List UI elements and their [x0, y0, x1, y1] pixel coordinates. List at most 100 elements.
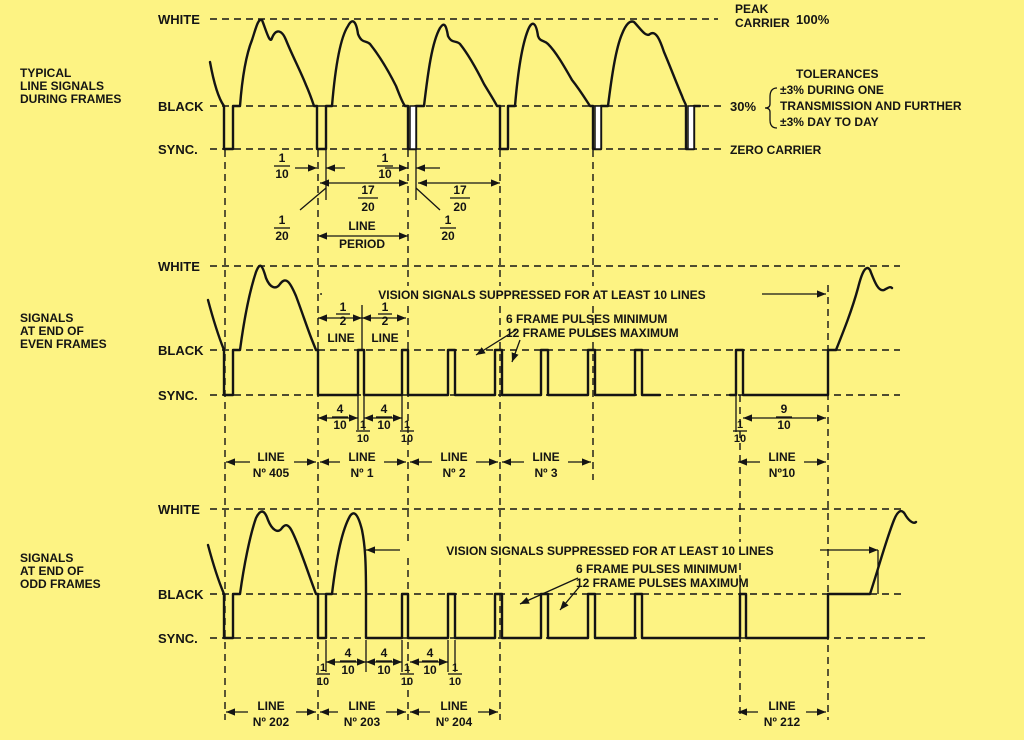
- even-line-3-num: Nº 3: [534, 466, 557, 480]
- white-label-3: WHITE: [158, 502, 200, 517]
- zero-carrier-label: ZERO CARRIER: [730, 143, 822, 157]
- odd-frame-timing: [325, 640, 456, 672]
- svg-text:1: 1: [404, 662, 410, 674]
- black-label-2: BLACK: [158, 343, 204, 358]
- fraction-17-20-b: 17 20: [450, 183, 470, 214]
- even-frame-timing: [318, 396, 826, 432]
- svg-text:10: 10: [357, 433, 369, 445]
- svg-text:4: 4: [337, 402, 344, 416]
- svg-text:10: 10: [377, 418, 391, 432]
- svg-text:10: 10: [423, 663, 437, 677]
- even-line-405-word: LINE: [257, 450, 284, 464]
- odd-line-204-num: Nº 204: [436, 715, 473, 729]
- svg-text:1: 1: [279, 151, 286, 165]
- half-line-label-a: LINE: [327, 331, 354, 345]
- odd-line-spans: [226, 702, 826, 724]
- odd-frame-pulses-max: 12 FRAME PULSES MAXIMUM: [576, 576, 749, 590]
- even-line-2-num: Nº 2: [442, 466, 465, 480]
- black-label-3: BLACK: [158, 587, 204, 602]
- section-2-title-2: AT END OF: [20, 324, 84, 338]
- svg-text:20: 20: [441, 229, 455, 243]
- section-3-title-3: ODD FRAMES: [20, 577, 101, 591]
- fraction-1-10-e2: 1 10: [400, 419, 414, 445]
- section-1-title-2: LINE SIGNALS: [20, 79, 104, 93]
- even-line-spans: [226, 452, 826, 472]
- half-line-label-b: LINE: [371, 331, 398, 345]
- fraction-1-20-b: 1 20: [440, 213, 456, 243]
- peak-percent-label: 100%: [796, 12, 830, 27]
- even-frame-pulses-max: 12 FRAME PULSES MAXIMUM: [506, 326, 679, 340]
- svg-text:17: 17: [453, 183, 467, 197]
- svg-text:10: 10: [377, 663, 391, 677]
- svg-text:20: 20: [453, 200, 467, 214]
- fraction-1-10-a: 1 10: [274, 151, 290, 181]
- fraction-1-10-b: 1 10: [377, 151, 393, 181]
- fraction-1-10-o2: 1 10: [400, 662, 414, 688]
- even-line-1-word: LINE: [348, 450, 375, 464]
- odd-line-204-word: LINE: [440, 699, 467, 713]
- even-line-2-word: LINE: [440, 450, 467, 464]
- even-frame-pulses-min: 6 FRAME PULSES MINIMUM: [506, 312, 667, 326]
- svg-text:4: 4: [427, 646, 434, 660]
- even-vision-suppressed-label: VISION SIGNALS SUPPRESSED FOR AT LEAST 1…: [378, 288, 705, 302]
- svg-text:10: 10: [333, 418, 347, 432]
- svg-text:10: 10: [449, 676, 461, 688]
- odd-vision-suppressed-label: VISION SIGNALS SUPPRESSED FOR AT LEAST 1…: [446, 544, 773, 558]
- section-2-title-1: SIGNALS: [20, 311, 73, 325]
- tolerance-line-2: TRANSMISSION AND FURTHER: [780, 99, 962, 113]
- odd-frame-pulses-min: 6 FRAME PULSES MINIMUM: [576, 562, 737, 576]
- odd-line-203-num: Nº 203: [344, 715, 381, 729]
- svg-text:10: 10: [734, 433, 746, 445]
- svg-text:1: 1: [360, 419, 366, 431]
- svg-text:9: 9: [781, 402, 788, 416]
- svg-text:4: 4: [345, 646, 352, 660]
- svg-text:10: 10: [341, 663, 355, 677]
- section-1-title-3: DURING FRAMES: [20, 92, 121, 106]
- svg-text:2: 2: [382, 314, 389, 328]
- section-1-title-1: TYPICAL: [20, 66, 71, 80]
- even-frame-waveform: [206, 264, 894, 397]
- svg-text:1: 1: [382, 300, 389, 314]
- level-labels: WHITE BLACK SYNC. WHITE BLACK SYNC. WHIT…: [158, 12, 204, 646]
- typical-line-waveform: [208, 18, 702, 151]
- svg-text:10: 10: [275, 167, 289, 181]
- peak-carrier-label-2: CARRIER: [735, 16, 790, 30]
- sync-label-2: SYNC.: [158, 388, 198, 403]
- even-line-3-word: LINE: [532, 450, 559, 464]
- fraction-4-10-e1: 4 10: [332, 402, 348, 432]
- fraction-1-20-a: 1 20: [274, 213, 290, 243]
- white-label-1: WHITE: [158, 12, 200, 27]
- svg-text:1: 1: [382, 151, 389, 165]
- line-timing-dimensions: [295, 150, 500, 240]
- half-line-dims: [318, 305, 406, 350]
- svg-text:1: 1: [452, 662, 458, 674]
- fraction-1-10-e3: 1 10: [733, 419, 747, 445]
- svg-text:10: 10: [777, 418, 791, 432]
- section-titles: TYPICAL LINE SIGNALS DURING FRAMES SIGNA…: [20, 66, 121, 591]
- even-line-1-num: Nº 1: [350, 466, 373, 480]
- black-percent-label: 30%: [730, 99, 756, 114]
- line-period-label-1: LINE: [348, 219, 375, 233]
- svg-text:1: 1: [340, 300, 347, 314]
- svg-text:1: 1: [279, 213, 286, 227]
- even-line-10-word: LINE: [768, 450, 795, 464]
- even-line-405-num: Nº 405: [253, 466, 290, 480]
- carrier-labels: PEAK CARRIER 100% 30% ZERO CARRIER TOLER…: [730, 2, 962, 157]
- fraction-1-10-o3: 1 10: [448, 662, 462, 688]
- odd-line-212-num: Nº 212: [764, 715, 801, 729]
- line-period-label-2: PERIOD: [339, 237, 385, 251]
- svg-text:17: 17: [361, 183, 375, 197]
- odd-line-202-word: LINE: [257, 699, 284, 713]
- svg-text:10: 10: [401, 433, 413, 445]
- svg-text:20: 20: [361, 200, 375, 214]
- section-2-title-3: EVEN FRAMES: [20, 337, 107, 351]
- even-line-10-num: Nº10: [769, 466, 796, 480]
- odd-line-203-word: LINE: [348, 699, 375, 713]
- fraction-1-10-o1: 1 10: [316, 662, 330, 688]
- tolerance-line-3: ±3% DAY TO DAY: [780, 115, 879, 129]
- svg-text:20: 20: [275, 229, 289, 243]
- svg-text:10: 10: [317, 676, 329, 688]
- black-label-1: BLACK: [158, 99, 204, 114]
